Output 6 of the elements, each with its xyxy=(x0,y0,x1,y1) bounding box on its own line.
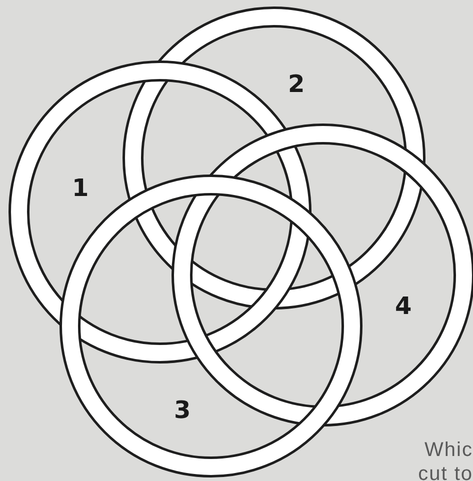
question-text: Whic xyxy=(424,440,473,460)
ring-number: 1 xyxy=(72,176,89,200)
ring-number: 4 xyxy=(395,294,412,318)
ring-number: 2 xyxy=(288,72,305,96)
question-text: cut to xyxy=(418,464,473,481)
ring-number: 3 xyxy=(174,398,191,422)
